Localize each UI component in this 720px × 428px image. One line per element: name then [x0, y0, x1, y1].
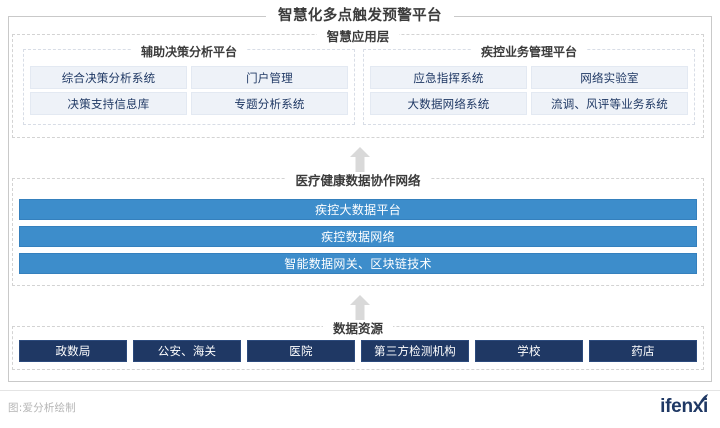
panel-cdc-business-title: 疾控业务管理平台 [364, 41, 694, 60]
app-cell[interactable]: 网络实验室 [531, 66, 688, 89]
data-source-item[interactable]: 公安、海关 [133, 340, 241, 362]
arrow-network-to-application-icon [349, 146, 371, 174]
app-cell[interactable]: 大数据网络系统 [370, 92, 527, 115]
panel-decision-support: 辅助决策分析平台 综合决策分析系统 门户管理 决策支持信息库 专题分析系统 [23, 44, 355, 125]
app-cell[interactable]: 门户管理 [191, 66, 348, 89]
swoosh-icon [700, 394, 708, 403]
data-source-item[interactable]: 药店 [589, 340, 697, 362]
app-cell[interactable]: 专题分析系统 [191, 92, 348, 115]
data-source-list: 政数局 公安、海关 医院 第三方检测机构 学校 药店 [19, 340, 697, 362]
page-title: 智慧化多点触发预警平台 [0, 5, 720, 26]
app-cell[interactable]: 应急指挥系统 [370, 66, 527, 89]
layer-network: 医疗健康数据协作网络 疾控大数据平台 疾控数据网络 智能数据网关、区块链技术 [12, 172, 704, 286]
network-bar-list: 疾控大数据平台 疾控数据网络 智能数据网关、区块链技术 [19, 199, 697, 274]
data-source-item[interactable]: 政数局 [19, 340, 127, 362]
panel-decision-support-grid: 综合决策分析系统 门户管理 决策支持信息库 专题分析系统 [30, 66, 348, 115]
panel-cdc-business-grid: 应急指挥系统 网络实验室 大数据网络系统 流调、风评等业务系统 [370, 66, 688, 115]
footer-divider [0, 390, 720, 391]
data-source-item[interactable]: 学校 [475, 340, 583, 362]
data-source-item[interactable]: 第三方检测机构 [361, 340, 469, 362]
layer-data-resource: 数据资源 政数局 公安、海关 医院 第三方检测机构 学校 药店 [12, 320, 704, 370]
network-bar[interactable]: 智能数据网关、区块链技术 [19, 253, 697, 274]
app-cell[interactable]: 综合决策分析系统 [30, 66, 187, 89]
network-bar[interactable]: 疾控大数据平台 [19, 199, 697, 220]
footer-credit: 图:爱分析绘制 [8, 402, 76, 414]
arrow-data-to-network-icon [349, 294, 371, 322]
ifenxi-logo: ifenxi [660, 394, 708, 418]
page-title-text: 智慧化多点触发预警平台 [266, 7, 454, 26]
app-cell[interactable]: 流调、风评等业务系统 [531, 92, 688, 115]
app-cell[interactable]: 决策支持信息库 [30, 92, 187, 115]
panel-cdc-business: 疾控业务管理平台 应急指挥系统 网络实验室 大数据网络系统 流调、风评等业务系统 [363, 44, 695, 125]
panel-decision-support-title: 辅助决策分析平台 [24, 41, 354, 60]
layer-application: 智慧应用层 辅助决策分析平台 综合决策分析系统 门户管理 决策支持信息库 专题分… [12, 28, 704, 138]
data-source-item[interactable]: 医院 [247, 340, 355, 362]
ifenxi-logo-text: ifenxi [660, 396, 708, 417]
network-bar[interactable]: 疾控数据网络 [19, 226, 697, 247]
